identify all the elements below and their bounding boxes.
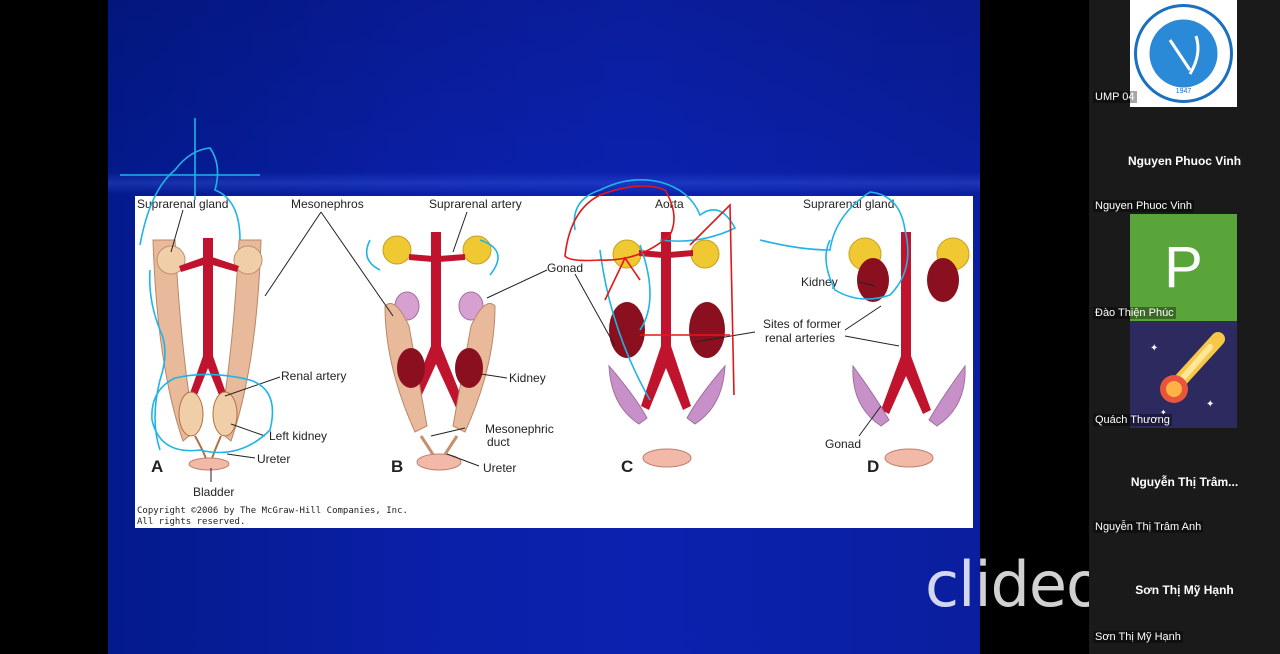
panel-label-c: C (621, 457, 633, 476)
label-mesonephric-line1: Mesonephric (485, 422, 554, 436)
participant-name: UMP 04 (1093, 91, 1137, 103)
label-aorta: Aorta (655, 197, 684, 211)
participant-center-label: Nguyen Phuoc Vinh (1127, 153, 1242, 168)
avatar: P (1130, 214, 1237, 321)
copyright-line-1: Copyright ©2006 by The McGraw-Hill Compa… (137, 506, 408, 516)
label-sites-line2: renal arteries (765, 331, 835, 345)
label-suprarenal-artery: Suprarenal artery (429, 197, 522, 211)
panel-a-drawing (152, 238, 263, 471)
label-suprarenal-gland-a: Suprarenal gland (137, 197, 228, 211)
label-left-kidney: Left kidney (269, 429, 327, 443)
kidney-development-figure: Suprarenal gland Mesonephros Suprarenal … (135, 196, 973, 528)
comet-illustration: ✦ ✦ ✦ (1150, 332, 1225, 417)
participant-tile-nguyen-thi-tram-anh[interactable]: Nguyễn Thị Trâm... Nguyễn Thị Trâm Anh (1089, 428, 1280, 535)
panel-d-drawing (848, 232, 970, 468)
avatar-letter: P (1164, 235, 1203, 300)
label-mesonephros: Mesonephros (291, 197, 364, 211)
label-renal-artery: Renal artery (281, 369, 346, 383)
label-ureter-b: Ureter (483, 461, 516, 475)
svg-text:✦: ✦ (1150, 343, 1158, 354)
svg-text:✦: ✦ (1206, 399, 1214, 410)
copyright-line-2: All rights reserved. (137, 517, 246, 527)
logo-year: 1947 (1176, 88, 1192, 95)
university-logo: 1947 (1130, 0, 1237, 107)
panel-c-drawing (608, 232, 726, 468)
participant-center-label: Nguyễn Thị Trâm... (1130, 474, 1239, 489)
label-mesonephric-line2: duct (487, 435, 510, 449)
participant-name: Sơn Thị Mỹ Hạnh (1093, 631, 1183, 643)
label-gonad-b: Gonad (547, 261, 583, 275)
label-sites-line1: Sites of former (763, 317, 841, 331)
label-ureter-a: Ureter (257, 452, 290, 466)
panel-label-d: D (867, 457, 879, 476)
participant-center-label: Sơn Thị Mỹ Hạnh (1135, 583, 1234, 597)
figure-illustration: Suprarenal gland Mesonephros Suprarenal … (137, 197, 970, 499)
participant-tile-dao-thien-phuc[interactable]: P Đào Thiện Phúc (1089, 214, 1280, 321)
svg-text:✦: ✦ (1160, 408, 1167, 417)
copyright-notice: Copyright ©2006 by The McGraw-Hill Compa… (137, 506, 408, 528)
label-suprarenal-gland-d: Suprarenal gland (803, 197, 894, 211)
logo-emblem: 1947 (1134, 4, 1233, 103)
participant-name: Đào Thiện Phúc (1093, 307, 1176, 319)
participant-name: Nguyễn Thị Trâm Anh (1093, 521, 1204, 533)
label-kidney-d: Kidney (801, 275, 838, 289)
participant-name: Nguyen Phuoc Vinh (1093, 200, 1195, 212)
participant-tile-nguyen-phuoc-vinh[interactable]: Nguyen Phuoc Vinh Nguyen Phuoc Vinh (1089, 107, 1280, 214)
label-bladder: Bladder (193, 485, 234, 499)
participant-tile-ump04[interactable]: 1947 UMP 04 (1089, 0, 1280, 107)
participant-name: Quách Thương (1093, 414, 1172, 426)
label-gonad-d: Gonad (825, 437, 861, 451)
label-kidney-b: Kidney (509, 371, 546, 385)
participant-tile-quach-thuong[interactable]: ✦ ✦ ✦ Quách Thương (1089, 321, 1280, 428)
comet-icon: ✦ ✦ ✦ (1130, 321, 1237, 428)
slide-highlight-band (108, 172, 980, 194)
panel-label-a: A (151, 457, 163, 476)
participant-tile-son-thi-my-hanh[interactable]: Sơn Thị Mỹ Hạnh Sơn Thị Mỹ Hạnh (1089, 535, 1280, 645)
panel-label-b: B (391, 457, 403, 476)
